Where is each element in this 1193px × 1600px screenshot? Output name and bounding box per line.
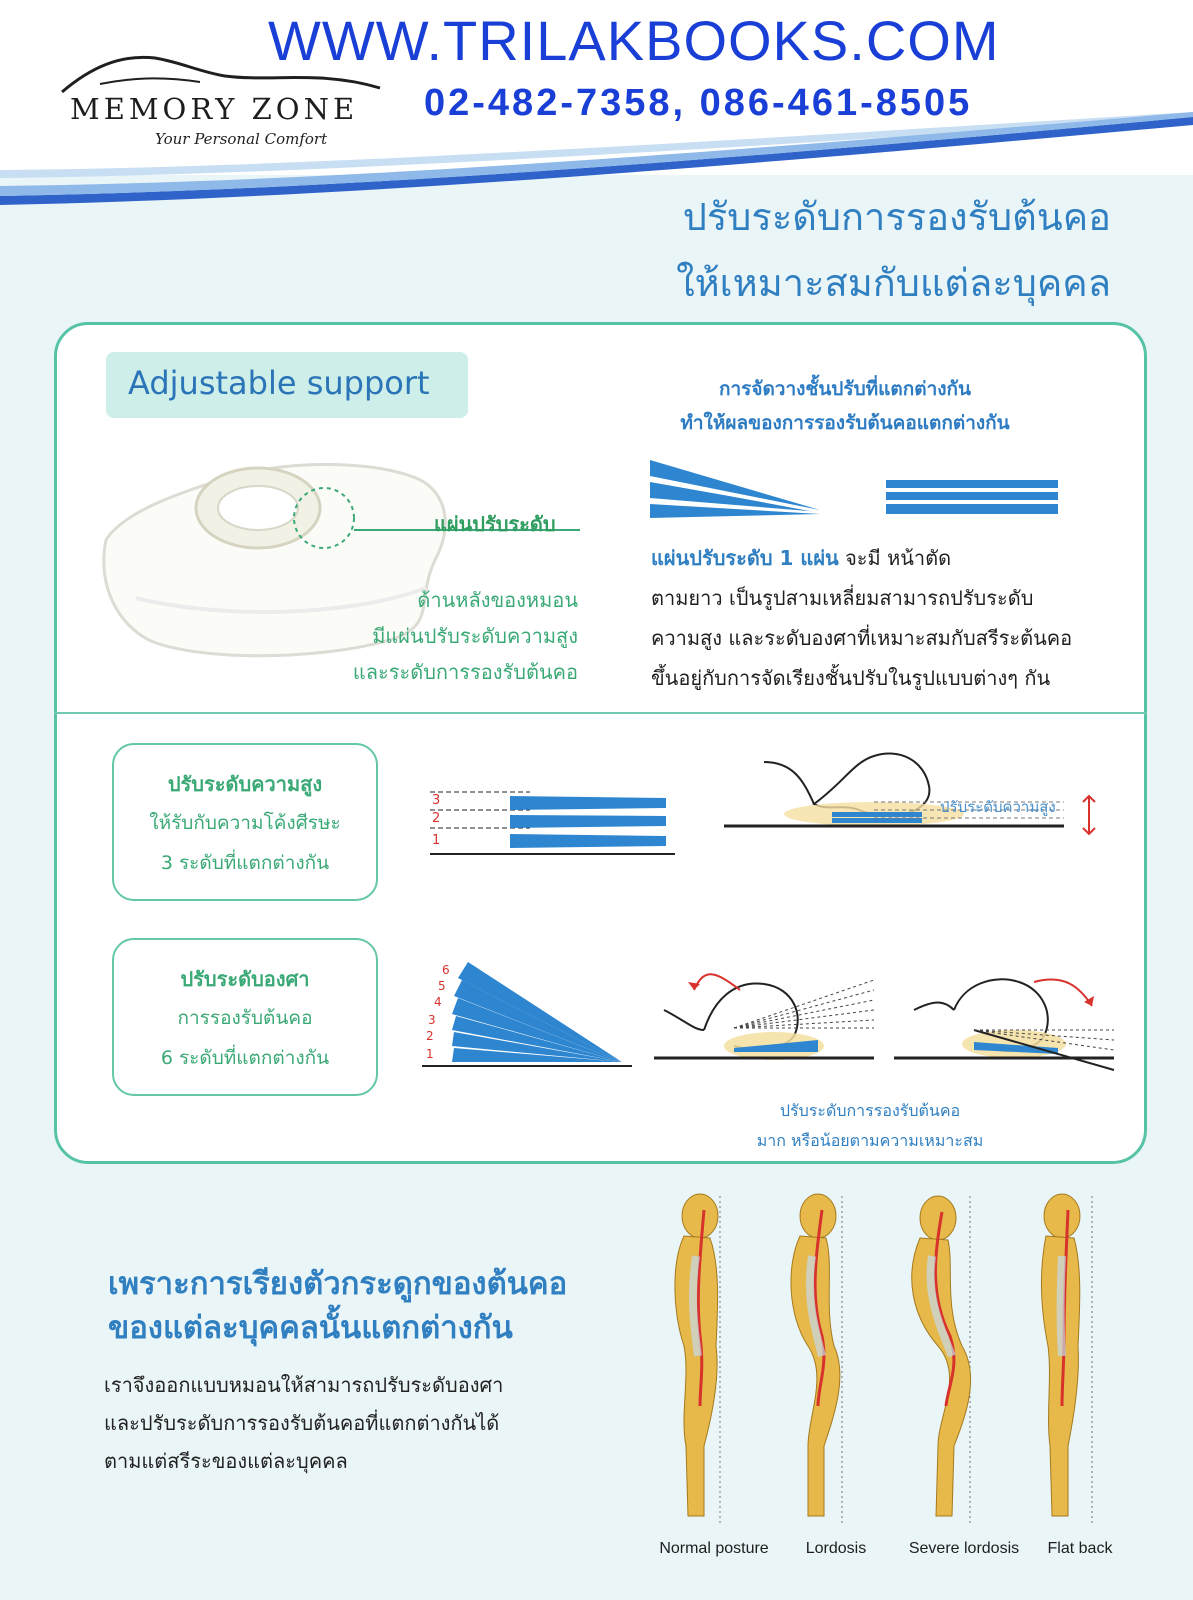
plate-description: แผ่นปรับระดับ 1 แผ่น จะมี หน้าตัด ตามยาว…	[651, 538, 1131, 698]
angle-line-1: การรองรับต้นคอ	[177, 1007, 313, 1029]
website-url[interactable]: WWW.TRILAKBOOKS.COM	[268, 9, 1000, 72]
panel-divider	[54, 712, 1147, 714]
spine-section-description: เราจึงออกแบบหมอนให้สามารถปรับระดับองศา แ…	[104, 1366, 503, 1480]
height-option-box: ปรับระดับความสูง ให้รับกับความโค้งศีรษะ …	[112, 743, 378, 901]
pillow-image	[102, 462, 580, 658]
arrangement-title-line-2: ทำให้ผลของการรองรับต้นคอแตกต่างกัน	[680, 412, 1010, 434]
plate-label: แผ่นปรับระดับ	[434, 512, 556, 536]
spine-desc-line: ตามแต่สรีระของแต่ละบุคคล	[104, 1449, 348, 1473]
angle-option-box: ปรับระดับองศา การรองรับต้นคอ 6 ระดับที่แ…	[112, 938, 378, 1096]
adjustable-support-badge: Adjustable support	[128, 364, 430, 402]
height-title: ปรับระดับความสูง	[167, 772, 323, 796]
arrangement-title: การจัดวางชั้นปรับที่แตกต่างกัน ทำให้ผลขอ…	[620, 372, 1070, 440]
head-height-diagram	[724, 752, 1096, 836]
plate-desc-highlight: แผ่นปรับระดับ 1 แผ่น	[651, 546, 839, 570]
angle-level-label: 6	[442, 963, 450, 977]
height-level-label: 3	[432, 793, 440, 808]
spine-title-line-2: ของแต่ละบุคคลนั้นแตกต่างกัน	[108, 1310, 513, 1346]
angle-level-label: 2	[426, 1029, 434, 1043]
head-angle-down-diagram	[894, 978, 1115, 1071]
plate-desc-line-3: ความสูง และระดับองศาที่เหมาะสมกับสรีระต้…	[651, 626, 1073, 650]
page-headline: ปรับระดับการรองรับต้นคอ ให้เหมาะสมกับแต่…	[676, 184, 1111, 316]
phone-numbers: 02-482-7358, 086-461-8505	[424, 82, 973, 124]
head-angle-up-diagram	[654, 973, 875, 1060]
logo-tagline: Your Personal Comfort	[155, 130, 328, 148]
angle-level-label: 1	[426, 1047, 434, 1061]
support-note: ปรับระดับการรองรับต้นคอ มาก หรือน้อยตามค…	[700, 1096, 1040, 1156]
figure-severe-lordosis	[911, 1195, 972, 1526]
arrangement-title-line-1: การจัดวางชั้นปรับที่แตกต่างกัน	[718, 378, 972, 400]
angle-line-2: 6 ระดับที่แตกต่างกัน	[160, 1047, 330, 1069]
headline-line-2: ให้เหมาะสมกับแต่ละบุคคล	[676, 261, 1111, 305]
support-note-line-1: ปรับระดับการรองรับต้นคอ	[779, 1101, 961, 1120]
figure-normal-posture	[674, 1193, 721, 1526]
spine-desc-line: เราจึงออกแบบหมอนให้สามารถปรับระดับองศา	[104, 1373, 504, 1397]
posture-label-severe-lordosis: Severe lordosis	[908, 1540, 1020, 1557]
support-note-line-2: มาก หรือน้อยตามความเหมาะสม	[756, 1131, 984, 1150]
plate-desc-line-2: ตามยาว เป็นรูปสามเหลี่ยมสามารถปรับระดับ	[651, 586, 1034, 610]
back-desc-line: และระดับการรองรับต้นคอ	[352, 660, 578, 684]
pillow-back-description: ด้านหลังของหมอน มีแผ่นปรับระดับความสูง แ…	[300, 582, 578, 690]
height-level-label: 1	[432, 833, 440, 848]
spine-desc-line: และปรับระดับการรองรับต้นคอที่แตกต่างกันไ…	[104, 1411, 500, 1435]
plate-desc-line-4: ขึ้นอยู่กับการจัดเรียงชั้นปรับในรูปแบบต่…	[651, 666, 1051, 690]
logo-brand: MEMORY ZONE	[70, 92, 359, 126]
angle-levels-diagram: 6 5 4 3 2 1	[422, 962, 632, 1067]
angle-level-label: 4	[434, 995, 442, 1009]
angle-title: ปรับระดับองศา	[180, 967, 310, 991]
plate-arrangement-diagram	[649, 460, 1058, 518]
posture-label-lordosis: Lordosis	[805, 1540, 867, 1557]
logo-mountain-icon	[61, 55, 381, 94]
figure-flat-back	[1041, 1193, 1093, 1526]
badge-background	[106, 352, 468, 418]
back-desc-line: มีแผ่นปรับระดับความสูง	[372, 624, 578, 648]
angle-level-label: 3	[428, 1013, 436, 1027]
height-levels-diagram: 3 2 1	[430, 791, 675, 855]
height-line-2: 3 ระดับที่แตกต่างกัน	[160, 852, 330, 874]
figure-lordosis	[790, 1193, 843, 1526]
plate-desc-text: จะมี หน้าตัด	[838, 546, 952, 570]
spine-section-title: เพราะการเรียงตัวกระดูกของต้นคอ ของแต่ละบ…	[108, 1262, 567, 1350]
height-line-1: ให้รับกับความโค้งศีรษะ	[149, 812, 341, 834]
angle-level-label: 5	[438, 979, 446, 993]
headline-line-1: ปรับระดับการรองรับต้นคอ	[682, 195, 1111, 239]
plate-desc-line-1: แผ่นปรับระดับ 1 แผ่น จะมี หน้าตัด	[651, 538, 1131, 578]
height-adjust-label: ปรับระดับความสูง	[940, 798, 1056, 816]
height-level-label: 2	[432, 811, 440, 826]
header-swoosh	[0, 0, 1193, 205]
back-desc-line: ด้านหลังของหมอน	[417, 588, 578, 612]
posture-label-normal: Normal posture	[659, 1540, 769, 1557]
spine-title-line-1: เพราะการเรียงตัวกระดูกของต้นคอ	[108, 1266, 568, 1302]
posture-label-flat-back: Flat back	[1047, 1540, 1113, 1557]
posture-figures	[674, 1193, 1093, 1526]
